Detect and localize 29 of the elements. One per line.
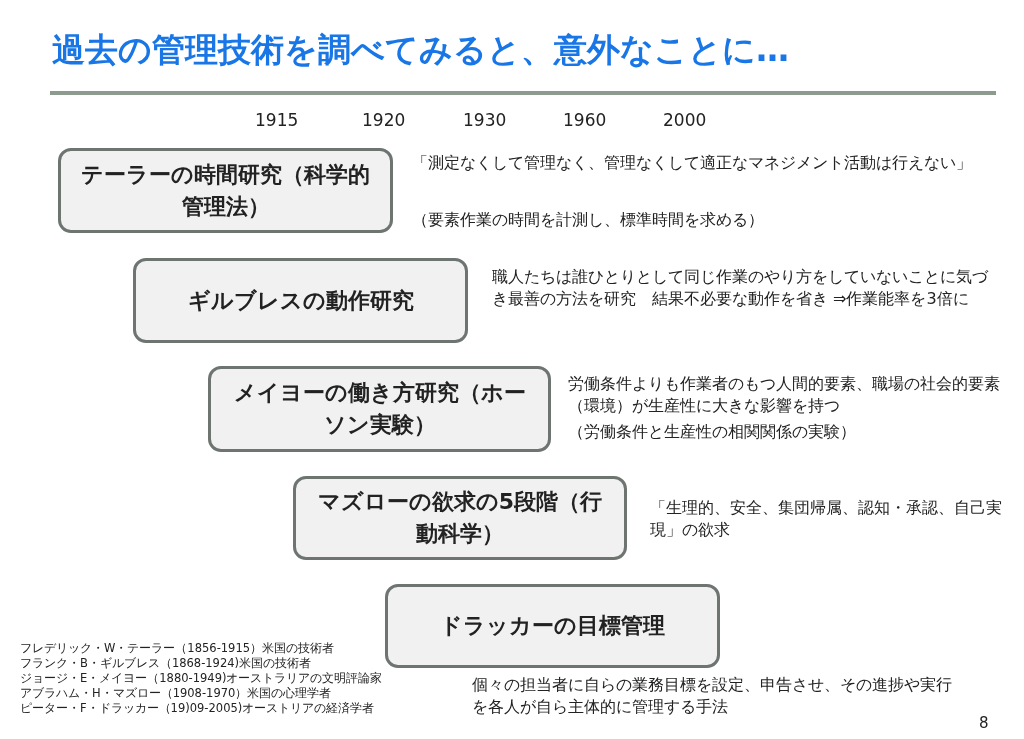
footnote-text: ピーター・F・ドラッカー（19)09-2005)オーストリアの経済学者 [20, 701, 375, 716]
box-title: ドラッカーの目標管理 [440, 612, 665, 641]
year-label: 2000 [663, 110, 707, 130]
box-title: メイヨーの働き方研究（ホーソン実験） [232, 379, 527, 439]
description-text: （労働条件と生産性の相関関係の実験） [568, 421, 857, 443]
year-label: 1915 [255, 110, 299, 130]
process-box [293, 476, 627, 560]
description-text: 職人たちは誰ひとりとして同じ作業のやり方をしていないことに気づき最善の方法を研究 結果不必要な動作を省き ⇒作業能率を3倍に [492, 266, 990, 311]
slide-title: 過去の管理技術を調べてみると、意外なことに… [52, 29, 789, 71]
page-number: 8 [979, 714, 989, 732]
process-box [58, 148, 393, 233]
box-title: テーラーの時間研究（科学的管理法） [80, 160, 371, 221]
box-title: ギルブレスの動作研究 [187, 286, 414, 315]
box-title: マズローの欲求の5段階（行動科学） [316, 488, 604, 548]
year-label: 1920 [362, 110, 406, 130]
description-text: 「生理的、安全、集団帰属、認知・承認、自己実現」の欲求 [650, 497, 1003, 542]
year-label: 1930 [463, 110, 507, 130]
footnote-text: フランク・B・ギルブレス（1868-1924)米国の技術者 [20, 656, 312, 671]
description-text: 「測定なくして管理なく、管理なくして適正なマネジメント活動は行えない」 [412, 152, 972, 174]
year-label: 1960 [563, 110, 607, 130]
footnote-text: アブラハム・H・マズロー（1908-1970）米国の心理学者 [20, 686, 332, 701]
process-box [133, 258, 468, 343]
description-text: 個々の担当者に自らの業務目標を設定、申告させ、その進捗や実行を各人が自ら主体的に管理する手法 [472, 674, 952, 719]
process-box [208, 366, 551, 452]
process-box [385, 584, 720, 668]
footnote-text: フレデリック・W・テーラー（1856-1915）米国の技術者 [20, 641, 335, 656]
footnote-text: ジョージ・E・メイヨー（1880-1949)オーストラリアの文明評論家 [20, 671, 383, 686]
description-text: （要素作業の時間を計測し、標準時間を求める） [412, 209, 765, 231]
description-text: 労働条件よりも作業者のもつ人間的要素、職場の社会的要素（環境）が生産性に大きな影響を持つ [568, 373, 1001, 418]
